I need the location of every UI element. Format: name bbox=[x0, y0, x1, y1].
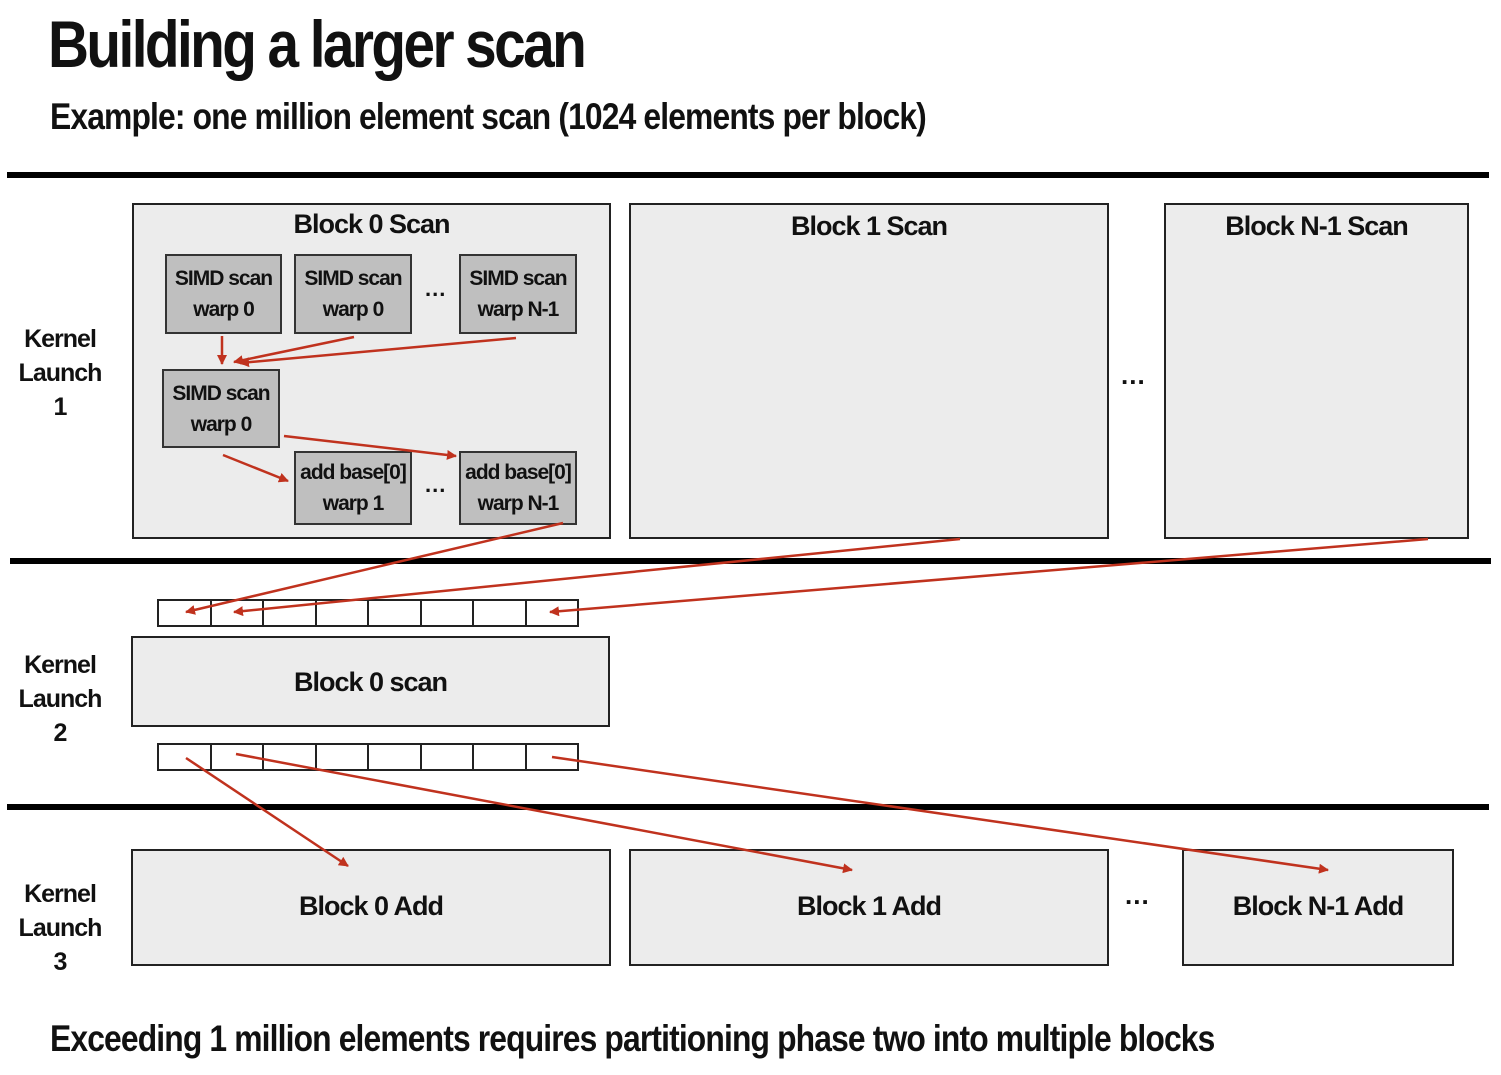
kernel-label-line1: Kernel bbox=[24, 651, 97, 679]
warp-label-line2: warp N-1 bbox=[477, 492, 560, 515]
kernel-label-line2: Launch 1 bbox=[18, 359, 103, 421]
simd-scan-warp-0: SIMD scan warp 0 bbox=[165, 254, 282, 334]
page-subtitle: Example: one million element scan (1024 … bbox=[50, 96, 927, 137]
warp-label-line1: add base[0] bbox=[465, 461, 572, 484]
footer-note: Exceeding 1 million elements requires pa… bbox=[50, 1018, 1215, 1059]
block-0-scan-title: Block 0 Scan bbox=[293, 209, 450, 239]
block-sums-array-input bbox=[157, 599, 579, 627]
array-cell bbox=[159, 601, 212, 625]
array-cell bbox=[317, 601, 369, 625]
kernel-launch-1-label: Kernel Launch 1 bbox=[10, 322, 110, 424]
kernel-launch-2-label: Kernel Launch 2 bbox=[10, 648, 110, 750]
add-base-warp-n-1: add base[0] warp N-1 bbox=[459, 451, 577, 525]
simd-scan-warp-0-combine: SIMD scan warp 0 bbox=[162, 369, 280, 448]
block-1-scan-title: Block 1 Scan bbox=[790, 211, 948, 241]
kernel-label-line2: Launch 2 bbox=[18, 685, 103, 747]
arrow-blockN-sum-to-array bbox=[549, 537, 1429, 617]
warp-label-line2: warp N-1 bbox=[477, 298, 560, 321]
array-cell bbox=[264, 745, 317, 769]
page-title: Building a larger scan bbox=[48, 7, 587, 81]
warp-label-line1: add base[0] bbox=[300, 461, 407, 484]
blocks-ellipsis: ... bbox=[1121, 360, 1146, 390]
warp-label-line1: SIMD scan bbox=[304, 267, 402, 290]
block-1-add: Block 1 Add bbox=[629, 849, 1109, 966]
divider-launch1-launch2 bbox=[10, 558, 1491, 564]
simd-scan-warp-0-second: SIMD scan warp 0 bbox=[294, 254, 412, 334]
kernel-label-line1: Kernel bbox=[24, 325, 97, 353]
divider-top bbox=[7, 172, 1489, 178]
warps-ellipsis: ... bbox=[425, 276, 447, 301]
block-0-add-title: Block 0 Add bbox=[298, 891, 444, 921]
array-cell bbox=[264, 601, 317, 625]
block-0-scan-launch2: Block 0 scan bbox=[131, 636, 610, 727]
kernel-label-line1: Kernel bbox=[24, 880, 97, 908]
add-blocks-ellipsis: ... bbox=[1125, 880, 1150, 910]
block-sums-array-output bbox=[157, 743, 579, 771]
simd-scan-warp-n-1: SIMD scan warp N-1 bbox=[459, 254, 577, 334]
array-cell bbox=[474, 745, 527, 769]
array-cell bbox=[422, 601, 474, 625]
warp-label-line2: warp 1 bbox=[322, 492, 385, 515]
warp-label-line2: warp 0 bbox=[190, 412, 253, 436]
array-cell bbox=[212, 745, 264, 769]
kernel-label-line2: Launch 3 bbox=[18, 914, 103, 976]
warp-label-line1: SIMD scan bbox=[174, 267, 273, 290]
add-base-warp-1: add base[0] warp 1 bbox=[294, 451, 412, 525]
block-n-1-add: Block N-1 Add bbox=[1182, 849, 1454, 966]
block-1-add-title: Block 1 Add bbox=[796, 891, 942, 921]
block-n-1-scan-title: Block N-1 Scan bbox=[1225, 211, 1409, 241]
add-warps-ellipsis: ... bbox=[425, 472, 447, 497]
kernel-launch-3-label: Kernel Launch 3 bbox=[10, 877, 110, 979]
array-cell bbox=[317, 745, 369, 769]
warp-label-line1: SIMD scan bbox=[172, 381, 270, 405]
warp-label-line1: SIMD scan bbox=[469, 267, 567, 290]
array-cell bbox=[369, 601, 422, 625]
block-n-1-add-title: Block N-1 Add bbox=[1232, 891, 1405, 921]
block-1-scan: Block 1 Scan bbox=[629, 203, 1109, 539]
warp-label-line2: warp 0 bbox=[322, 298, 385, 321]
block-0-scan-launch2-title: Block 0 scan bbox=[293, 667, 448, 697]
array-cell bbox=[422, 745, 474, 769]
divider-launch2-launch3 bbox=[7, 804, 1489, 810]
array-cell bbox=[527, 601, 578, 625]
warp-label-line2: warp 0 bbox=[193, 298, 255, 321]
block-n-1-scan: Block N-1 Scan bbox=[1164, 203, 1469, 539]
block-0-add: Block 0 Add bbox=[131, 849, 611, 966]
array-cell bbox=[369, 745, 422, 769]
array-cell bbox=[212, 601, 264, 625]
array-cell bbox=[527, 745, 578, 769]
array-cell bbox=[474, 601, 527, 625]
array-cell bbox=[159, 745, 212, 769]
